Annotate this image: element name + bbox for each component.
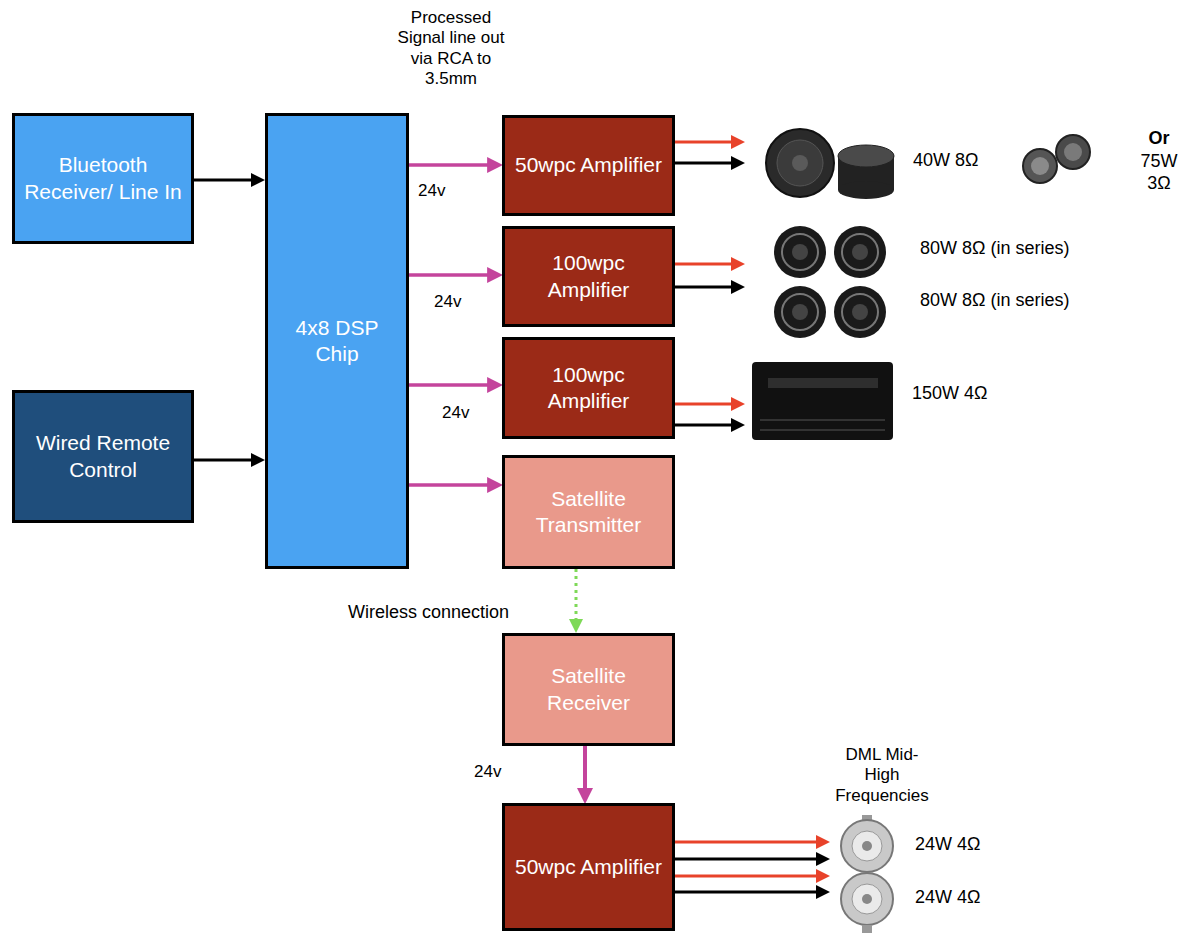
annotation-label: 80W 8Ω (in series)	[920, 238, 1070, 260]
annotation-label: 80W 8Ω (in series)	[920, 290, 1070, 312]
receiver-box: Satellite Receiver	[502, 633, 675, 746]
node-text: 100wpc Amplifier	[513, 250, 664, 303]
dml-exciters	[841, 815, 893, 933]
annotation-label: 75W 3Ω	[1132, 151, 1186, 194]
driver	[834, 286, 886, 338]
exciter-center	[862, 841, 872, 851]
signal-connector	[583, 746, 587, 795]
speaker-wires	[669, 142, 822, 892]
speaker-wire	[669, 858, 822, 861]
speaker-wire	[669, 875, 822, 878]
input-box: Bluetooth Receiver/ Line In	[12, 113, 194, 244]
control-box: Wired Remote Control	[12, 390, 194, 523]
tweeter-dome	[1064, 143, 1082, 161]
speaker-wire	[669, 286, 737, 289]
annotation-label: 150W 4Ω	[912, 383, 988, 405]
tweeter-ring	[777, 140, 823, 186]
driver-ring	[782, 294, 818, 330]
node-text: Bluetooth Receiver/ Line In	[23, 152, 183, 205]
driver	[834, 226, 886, 278]
driver-dome	[792, 244, 808, 260]
beam-body	[752, 362, 893, 440]
node-text: Satellite Transmitter	[513, 486, 664, 539]
annotation-label: 24v	[434, 292, 461, 312]
beam-rib	[760, 419, 885, 421]
exciter	[841, 820, 893, 872]
beam-rib	[760, 429, 885, 431]
tweeter-front	[1023, 149, 1057, 183]
annotation-label: 24W 4Ω	[915, 887, 980, 909]
signal-connector	[194, 459, 257, 462]
driver-dome	[852, 304, 868, 320]
annotation-label: Wireless connection	[348, 602, 509, 624]
signal-connector	[575, 569, 578, 625]
signal-connector	[409, 273, 494, 277]
annotation-label: 24W 4Ω	[915, 834, 980, 856]
beam-speaker	[752, 362, 893, 440]
speaker-wire	[669, 263, 737, 266]
driver	[774, 286, 826, 338]
amplifier-box: 100wpc Amplifier	[502, 226, 675, 327]
driver-dome	[852, 244, 868, 260]
tweeter-pair	[766, 129, 894, 199]
tweeter-base	[838, 181, 894, 199]
exciter	[841, 873, 893, 925]
amplifier-box: 100wpc Amplifier	[502, 337, 675, 439]
signal-connector	[409, 383, 494, 387]
tweeter-dome	[1031, 157, 1049, 175]
tweeter-front	[766, 129, 834, 197]
small-tweeter-pair	[1023, 135, 1090, 183]
node-text: 100wpc Amplifier	[513, 362, 664, 415]
tweeter-top	[838, 145, 894, 167]
annotation-label: 24v	[474, 762, 501, 782]
annotation-label: 40W 8Ω	[913, 150, 978, 172]
signal-connector	[194, 179, 257, 182]
annotation-label: 24v	[442, 403, 469, 423]
exciter-core	[852, 831, 882, 861]
signal-connector	[409, 163, 494, 167]
speaker-wire	[669, 841, 822, 844]
speaker-wire	[669, 162, 737, 165]
amplifier-box: 50wpc Amplifier	[502, 803, 675, 931]
exciter-tab	[862, 925, 872, 933]
speaker-wire	[669, 424, 737, 427]
node-text: Wired Remote Control	[23, 430, 183, 483]
dsp-box: 4x8 DSP Chip	[265, 113, 409, 569]
amplifier-box: 50wpc Amplifier	[502, 115, 675, 216]
node-text: Satellite Receiver	[513, 663, 664, 716]
driver-ring	[842, 294, 878, 330]
driver-ring	[842, 234, 878, 270]
transmitter-box: Satellite Transmitter	[502, 455, 675, 569]
annotation-label: Or	[1134, 128, 1184, 150]
speaker-wire	[669, 141, 737, 144]
signal-connector	[409, 483, 494, 487]
speaker-wire	[669, 403, 737, 406]
exciter-core	[852, 884, 882, 914]
exciter-center	[862, 894, 872, 904]
driver	[774, 226, 826, 278]
node-text: 50wpc Amplifier	[515, 152, 662, 178]
annotation-label: Processed Signal line out via RCA to 3.5…	[385, 8, 517, 90]
driver-quad	[774, 226, 886, 338]
annotation-label: 24v	[418, 181, 445, 201]
speaker-wire	[669, 891, 822, 894]
node-text: 4x8 DSP Chip	[276, 315, 398, 368]
tweeter-front	[1056, 135, 1090, 169]
node-text: 50wpc Amplifier	[515, 854, 662, 880]
annotation-label: DML Mid-High Frequencies	[830, 745, 934, 806]
tweeter-dome	[792, 155, 808, 171]
beam-panel	[768, 378, 878, 388]
driver-ring	[782, 234, 818, 270]
driver-dome	[792, 304, 808, 320]
